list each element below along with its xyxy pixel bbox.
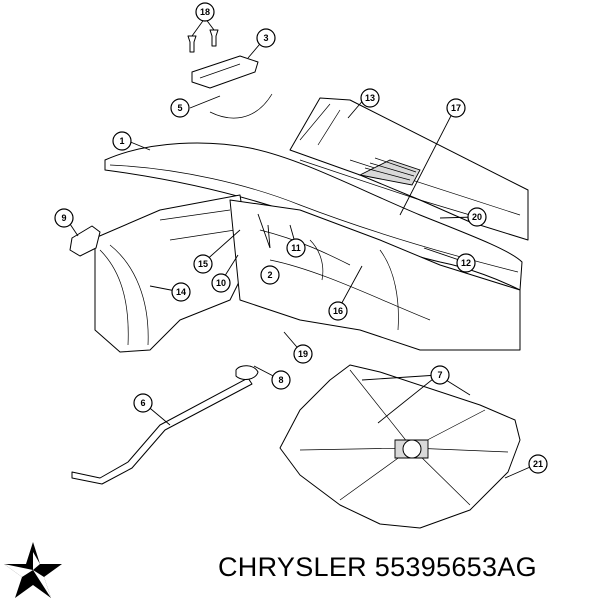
svg-text:18: 18	[200, 7, 210, 17]
callout-14: 14	[171, 282, 191, 302]
cowl-frame	[289, 97, 529, 241]
latch-bracket	[69, 225, 101, 257]
svg-text:21: 21	[533, 459, 543, 469]
callout-20: 20	[467, 207, 487, 227]
hood-hinge	[191, 55, 259, 89]
engine-bay	[229, 199, 521, 351]
fasteners	[187, 29, 219, 53]
callout-19: 19	[293, 344, 313, 364]
svg-text:15: 15	[198, 259, 208, 269]
svg-text:3: 3	[263, 33, 268, 43]
svg-text:12: 12	[461, 258, 471, 268]
svg-text:5: 5	[177, 103, 182, 113]
chrysler-pentastar-icon	[4, 542, 62, 598]
callout-3: 3	[256, 28, 276, 48]
svg-text:11: 11	[291, 243, 301, 253]
callout-2: 2	[260, 265, 280, 285]
svg-text:7: 7	[437, 370, 442, 380]
part-number: 55395653AG	[374, 552, 537, 582]
callout-9: 9	[54, 208, 74, 228]
footer-text: CHRYSLER 55395653AG	[218, 552, 596, 592]
svg-text:6: 6	[140, 398, 145, 408]
svg-text:14: 14	[176, 287, 186, 297]
callout-11: 11	[286, 238, 306, 258]
callout-21: 21	[528, 454, 548, 474]
callout-1: 1	[112, 131, 132, 151]
svg-text:13: 13	[365, 93, 375, 103]
hood-prop-rod	[71, 365, 259, 485]
callout-8: 8	[271, 370, 291, 390]
callout-6: 6	[133, 393, 153, 413]
callout-10: 10	[211, 273, 231, 293]
svg-text:9: 9	[61, 213, 66, 223]
callout-18: 18	[195, 2, 215, 22]
svg-text:19: 19	[298, 349, 308, 359]
leader-lines	[65, 17, 538, 479]
callout-12: 12	[456, 253, 476, 273]
svg-text:20: 20	[472, 212, 482, 222]
callout-17: 17	[446, 98, 466, 118]
callout-13: 13	[360, 88, 380, 108]
svg-text:16: 16	[333, 306, 343, 316]
svg-text:1: 1	[119, 136, 124, 146]
svg-text:17: 17	[451, 103, 461, 113]
svg-text:2: 2	[267, 270, 272, 280]
brand-name: CHRYSLER	[218, 552, 367, 582]
callout-7: 7	[430, 365, 450, 385]
callout-16: 16	[328, 301, 348, 321]
fender-inner	[94, 194, 251, 353]
callout-15: 15	[193, 254, 213, 274]
insulator-pad	[279, 364, 521, 529]
svg-text:8: 8	[278, 375, 283, 385]
callout-5: 5	[170, 98, 190, 118]
svg-text:10: 10	[216, 278, 226, 288]
